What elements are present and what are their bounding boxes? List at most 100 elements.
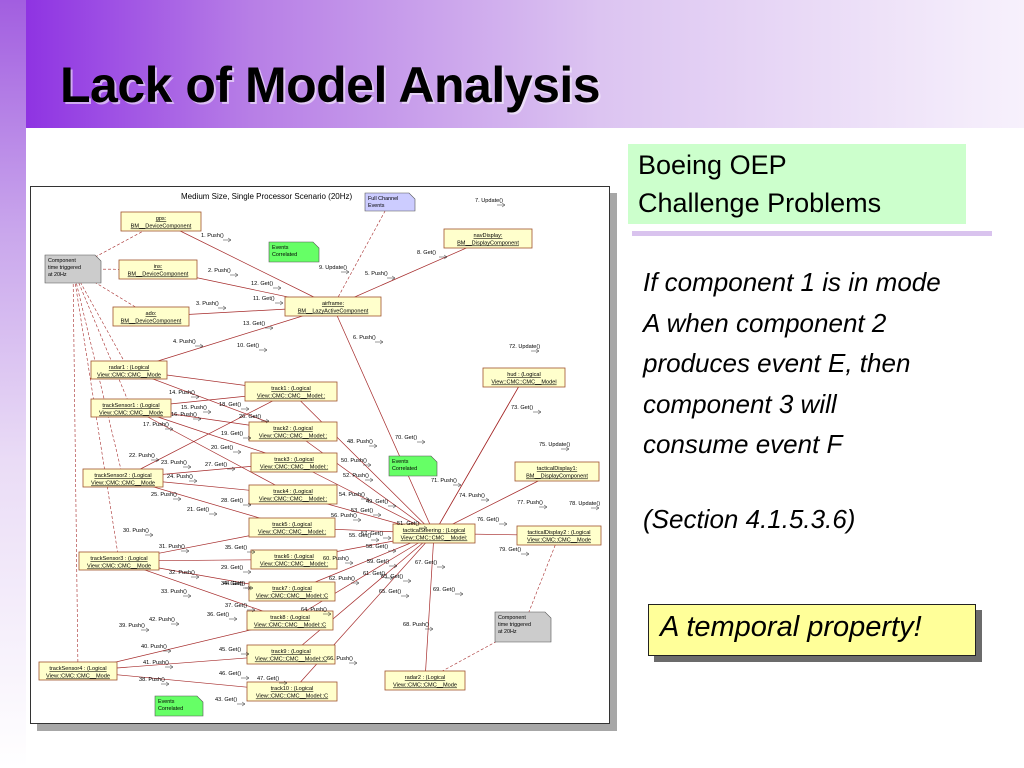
message-link bbox=[128, 306, 334, 371]
message-arrow-icon bbox=[247, 607, 256, 613]
message-arrow-icon bbox=[403, 578, 412, 584]
component-label: track3 : (Logical bbox=[274, 457, 313, 463]
message-label: 17. Push() bbox=[143, 422, 169, 428]
message-arrow-icon bbox=[273, 285, 282, 291]
message-arrow-icon bbox=[181, 548, 190, 554]
message-arrow-icon bbox=[363, 462, 372, 468]
component-gps: gps:BM__DeviceComponent bbox=[120, 211, 202, 232]
message-arrow-icon bbox=[497, 202, 506, 208]
message-arrow-icon bbox=[387, 275, 396, 281]
message-label: 55. Get() bbox=[349, 533, 371, 539]
message-link bbox=[424, 533, 435, 681]
component-label: gps: bbox=[156, 216, 167, 222]
message-label: 57. Get() bbox=[361, 531, 383, 537]
message-arrow-icon bbox=[375, 339, 384, 345]
message-arrow-icon bbox=[417, 439, 426, 445]
message-arrow-icon bbox=[531, 348, 540, 354]
component-tacticaldisplay2: tacticalDisplay2 : (LogicalView::CMC::CM… bbox=[516, 525, 602, 546]
component-tracksensor2: trackSensor2 : (LogicalView::CMC::CMC__M… bbox=[82, 468, 164, 488]
message-arrow-icon bbox=[183, 464, 192, 470]
component-label: track8 : (Logical bbox=[270, 615, 309, 621]
message-label: 24. Push() bbox=[167, 474, 193, 480]
message-label: 53. Get() bbox=[351, 508, 373, 514]
component-type: BM__DeviceComponent bbox=[121, 319, 182, 325]
message-label: 21. Get() bbox=[187, 507, 209, 513]
message-arrow-icon bbox=[163, 648, 172, 654]
component-type: BM__DisplayComponent bbox=[526, 474, 588, 480]
component-type: View::CMC::CMC__Model:: bbox=[259, 434, 328, 440]
message-arrow-icon bbox=[561, 446, 570, 452]
message-label: 71. Push() bbox=[431, 478, 457, 484]
message-arrow-icon bbox=[141, 627, 150, 633]
message-label: 32. Push() bbox=[169, 570, 195, 576]
callout-line-2: Challenge Problems bbox=[638, 188, 882, 218]
message-label: 75. Update() bbox=[539, 442, 570, 448]
component-type: BM__DisplayComponent bbox=[457, 241, 519, 247]
message-arrow-icon bbox=[353, 517, 362, 523]
diagram-title: Medium Size, Single Processor Scenario (… bbox=[181, 192, 353, 201]
component-box bbox=[82, 468, 164, 488]
message-arrow-icon bbox=[455, 591, 464, 597]
message-label: 76. Get() bbox=[477, 517, 499, 523]
callout-line-1: Boeing OEP bbox=[638, 150, 787, 180]
message-label: 36. Get() bbox=[207, 612, 229, 618]
message-label: 27. Get() bbox=[205, 462, 227, 468]
message-link bbox=[290, 533, 435, 655]
message-link bbox=[332, 238, 489, 307]
message-label: 58. Get() bbox=[366, 544, 388, 550]
message-label: 63. Get() bbox=[381, 574, 403, 580]
note-shape bbox=[494, 611, 552, 643]
message-link bbox=[332, 306, 435, 534]
message-arrow-icon bbox=[171, 621, 180, 627]
message-arrow-icon bbox=[189, 478, 198, 484]
message-label: 23. Push() bbox=[161, 460, 187, 466]
message-label: 34. Get() bbox=[221, 581, 243, 587]
message-link bbox=[128, 369, 294, 432]
message-label: 12. Get() bbox=[251, 281, 273, 287]
component-label: track9 : (Logical bbox=[271, 649, 310, 655]
note-text: Correlated bbox=[158, 706, 183, 712]
message-arrow-icon bbox=[243, 435, 252, 441]
component-label: airframe: bbox=[322, 301, 345, 307]
message-arrow-icon bbox=[233, 449, 242, 455]
component-label: track6 : (Logical bbox=[274, 554, 313, 560]
message-arrow-icon bbox=[241, 406, 250, 412]
callout-divider bbox=[632, 231, 992, 236]
component-type: View::CMC::CMC__Mode bbox=[97, 373, 161, 379]
note-shape bbox=[44, 254, 102, 284]
slide-title: Lack of Model Analysis bbox=[60, 57, 601, 113]
message-label: 52. Push() bbox=[343, 473, 369, 479]
message-label: 41. Push() bbox=[143, 660, 169, 666]
message-label: 4. Push() bbox=[173, 339, 196, 345]
message-label: 43. Get() bbox=[215, 697, 237, 703]
message-label: 40. Push() bbox=[141, 644, 167, 650]
message-link bbox=[160, 221, 334, 307]
component-tacticalsteering: tacticalSteering : (LogicalView::CMC::CM… bbox=[392, 523, 476, 544]
highlight-text: A temporal property! bbox=[660, 611, 922, 643]
component-box bbox=[284, 296, 382, 317]
message-arrow-icon bbox=[173, 496, 182, 502]
message-arrow-icon bbox=[151, 457, 160, 463]
message-arrow-icon bbox=[191, 394, 200, 400]
component-ado: ado:BM__DeviceComponent bbox=[112, 306, 190, 327]
message-arrow-icon bbox=[230, 272, 239, 278]
message-label: 74. Push() bbox=[459, 493, 485, 499]
message-label: 50. Push() bbox=[341, 458, 367, 464]
note-text: Full Channel bbox=[368, 196, 398, 202]
message-label: 28. Get() bbox=[221, 498, 243, 504]
note-text: time triggered bbox=[48, 265, 81, 271]
note-text: Correlated bbox=[392, 466, 417, 472]
note-link bbox=[424, 626, 524, 681]
component-box bbox=[482, 367, 566, 388]
component-type: View::CMC::CMC__Model::C bbox=[256, 694, 328, 700]
message-label: 8. Get() bbox=[417, 250, 436, 256]
message-link bbox=[289, 533, 435, 621]
message-arrow-icon bbox=[521, 551, 530, 557]
